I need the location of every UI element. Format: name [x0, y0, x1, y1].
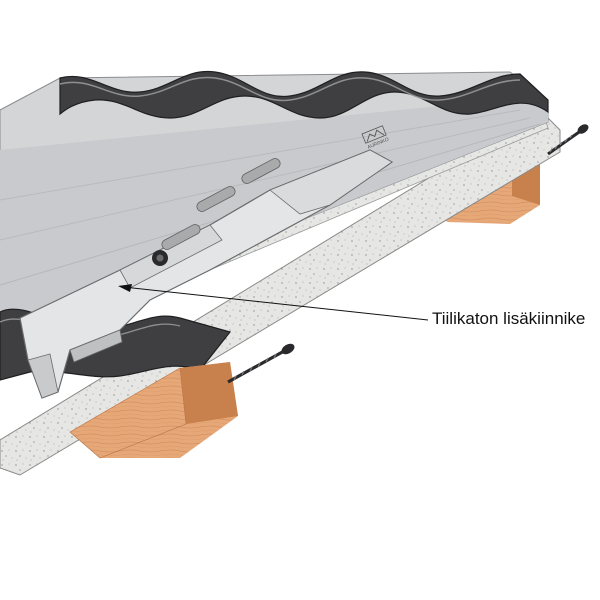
screw-right — [547, 124, 589, 156]
callout-leader — [118, 284, 429, 321]
callout-label: Tiilikaton lisäkiinnike — [432, 309, 586, 328]
wooden-batten-front — [69, 362, 238, 459]
screw-front — [227, 343, 295, 384]
arrowhead-icon — [118, 284, 132, 292]
mounting-bracket — [19, 149, 394, 399]
bracket-bolt — [152, 250, 168, 266]
roof-tile-profile — [59, 70, 549, 119]
